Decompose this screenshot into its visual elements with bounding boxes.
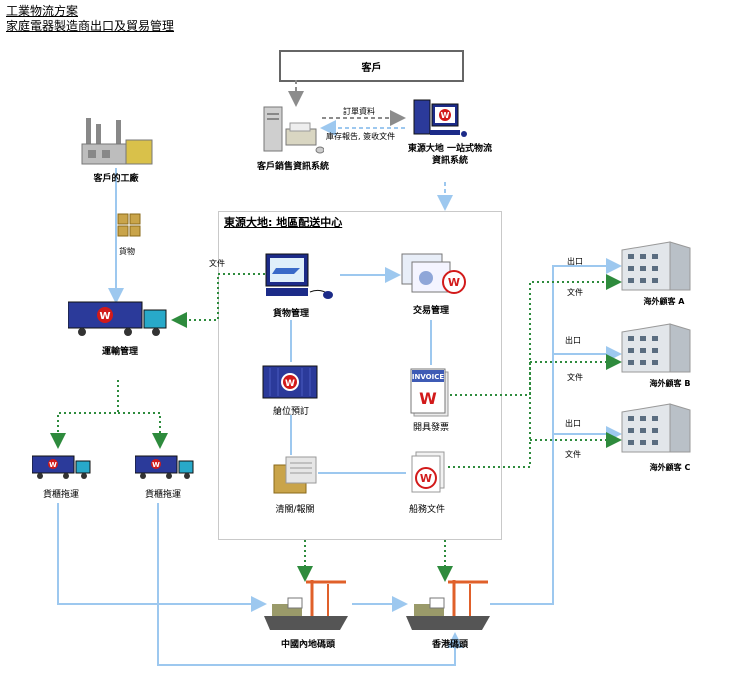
invoice-label: 開具發票 [412,423,449,433]
customs-boxes-icon [273,456,317,494]
transport-label: 運輸管理 [101,347,138,357]
doc-label-b: 文件 [567,373,583,382]
doc-label-a: 文件 [567,288,583,297]
factory-label: 客戶的工廠 [93,174,139,184]
building-a-icon [621,241,691,291]
order-data-label: 訂單資料 [343,107,375,116]
client-computer-icon [263,106,324,154]
one-stop-system-label-2: 資訊系統 [431,156,468,166]
factory-icon [81,118,153,165]
container-icon: W [262,365,318,399]
svg-text:W: W [49,461,57,469]
booking-label: 艙位預訂 [272,407,309,417]
truck-right-icon: W [135,455,194,479]
inventory-report-label: 庫存報告, 簽收文件 [326,132,396,141]
goods-boxes-icon [117,213,141,237]
customer-a-label: 海外顧客 A [643,297,685,306]
truck-left-label: 貨櫃拖運 [42,490,79,500]
hk-port-icon [406,580,490,630]
truck-right-label: 貨櫃拖運 [144,490,181,500]
building-b-icon [621,323,691,373]
svg-text:W: W [152,461,160,469]
transport-truck-icon: W [68,301,167,336]
svg-text:W: W [441,111,450,120]
svg-text:W: W [420,472,432,485]
truck-left-icon: W [32,455,91,479]
distribution-center-box [218,211,502,540]
export-label-a: 出口 [567,257,583,266]
export-label-c: 出口 [565,419,581,428]
goods-label: 貨物 [119,247,135,256]
logistics-computer-icon: W [413,99,467,137]
page-title: 工業物流方案 [6,4,79,18]
invoice-text: INVOICE [412,373,444,381]
doc-label-c: 文件 [565,450,581,459]
distribution-center-title: 東源大地: 地區配送中心 [224,216,343,229]
trade-management-label: 交易管理 [412,306,449,316]
client-box: 客戶 [279,50,464,82]
shipping-docs-label: 船務文件 [408,505,445,515]
cargo-management-label: 貨物管理 [272,309,309,319]
shipping-docs-icon: W [411,451,445,493]
page-subtitle: 家庭電器製造商出口及貿易管理 [6,19,175,33]
trade-screens-icon: W [401,253,466,294]
export-label-b: 出口 [565,336,581,345]
customer-b-label: 海外顧客 B [649,379,691,388]
invoice-icon: INVOICE W [410,368,449,417]
cargo-computer-icon [265,253,333,299]
customs-label: 清關/報關 [275,505,315,515]
svg-text:W: W [285,379,295,389]
svg-text:W: W [419,389,437,408]
hk-port-label: 香港碼頭 [431,640,468,650]
mainland-port-label: 中國內地碼頭 [280,640,335,650]
svg-text:W: W [448,276,460,289]
client-sales-system-label: 客戶銷售資訊系統 [256,162,329,172]
mainland-port-icon [264,580,348,630]
building-c-icon [621,403,691,453]
customer-c-label: 海外顧客 C [649,463,691,472]
client-label: 客戶 [361,62,382,74]
svg-text:W: W [99,311,110,322]
transport-doc-label: 文件 [209,259,225,268]
one-stop-system-label: 東源大地 一站式物流 [407,144,493,154]
